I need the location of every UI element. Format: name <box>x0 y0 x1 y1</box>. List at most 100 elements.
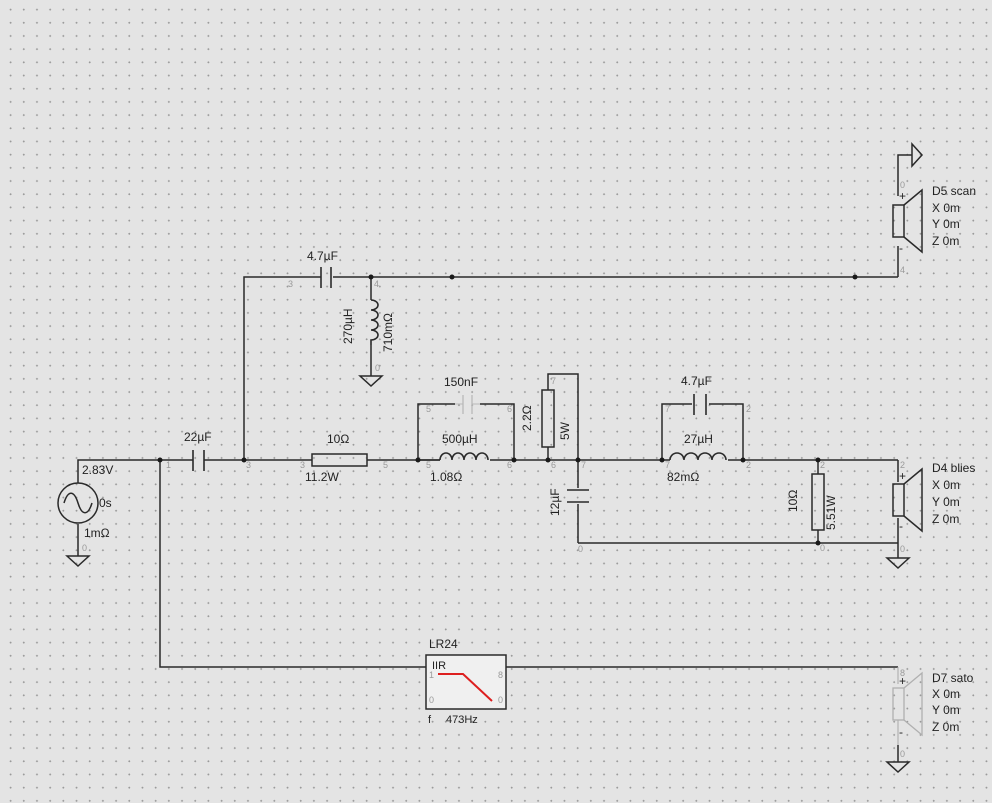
junction <box>415 457 421 463</box>
pin-label: 7 <box>665 460 670 470</box>
pin-plus: + <box>899 189 906 203</box>
filter-freq-label: f <box>428 714 432 726</box>
pin-label: 0 <box>820 543 825 553</box>
wire-tweeter-feed[interactable] <box>243 276 318 460</box>
pin-label: 5 <box>426 460 431 470</box>
source-resistance-label: 1mΩ <box>84 526 110 540</box>
filter-box <box>425 654 507 710</box>
ground-icon <box>65 555 91 568</box>
pin-label: 0 <box>375 363 380 373</box>
speaker-icon <box>892 483 905 517</box>
resistor-2.2ohm[interactable]: 2.2Ω 5W 7 6 7 <box>520 376 586 470</box>
pin-label: 8 <box>498 670 503 680</box>
inductor-500uH-value: 500µH <box>442 432 478 446</box>
capacitor-150nF[interactable]: 150nF 5 6 <box>426 375 512 414</box>
junction <box>511 457 517 463</box>
inductor-500uH[interactable]: 500µH 1.08Ω 5 6 <box>426 432 512 484</box>
source-voltage-label: 2.83V <box>82 463 113 477</box>
resistor-10ohm-series[interactable]: 10Ω 11.2W 3 5 <box>300 432 388 484</box>
pin-label: 4 <box>374 279 379 289</box>
pin-label: 6 <box>551 460 556 470</box>
driver-d4-name: D4 blies <box>932 461 975 475</box>
pin-label: 0 <box>900 180 905 190</box>
wire-filter-in[interactable] <box>159 460 426 668</box>
inductor-270uH-value: 270µH <box>341 308 355 344</box>
inductor-270uH[interactable]: 270µH 710mΩ 0 <box>341 299 395 373</box>
filter-type: IIR <box>432 660 446 672</box>
ground-icon <box>358 375 384 388</box>
capacitor-12uF[interactable]: 12µF 0 <box>548 488 589 554</box>
wire-source-top[interactable] <box>77 459 160 483</box>
pin-label: 2 <box>820 460 825 470</box>
pin-label: 4 <box>900 265 905 275</box>
capacitor-4.7uF-parallel-value: 4.7µF <box>681 374 712 388</box>
capacitor-150nF-value: 150nF <box>444 375 478 389</box>
pin-label: 3 <box>288 279 293 289</box>
pin-label: 5 <box>383 460 388 470</box>
ground-d5 <box>911 142 924 168</box>
pin-label: 6 <box>507 404 512 414</box>
capacitor-4.7uF-parallel[interactable]: 4.7µF 7 2 <box>665 374 751 415</box>
pin-label: 7 <box>581 460 586 470</box>
driver-d7[interactable]: 8 + - 0 D7 sato X 0m Y 0m Z 0m <box>892 668 974 759</box>
inductor-27uH-value: 27µH <box>684 432 713 446</box>
capacitor-22uF-value: 22µF <box>184 430 212 444</box>
resistor-10ohm-power: 11.2W <box>305 470 339 484</box>
resistor-10ohm-load[interactable]: 10Ω 5.51W 2 0 <box>786 460 838 553</box>
pin-label: 3 <box>300 460 305 470</box>
speaker-icon <box>892 204 905 238</box>
driver-d5-z: Z 0m <box>932 234 959 248</box>
wire-c47b[interactable] <box>661 403 744 460</box>
coil-icon <box>370 299 379 345</box>
pin-label: 0 <box>498 695 503 705</box>
coil-icon <box>669 452 727 461</box>
resistor-icon <box>811 473 825 531</box>
driver-d5-y: Y 0m <box>932 217 960 231</box>
ground-icon <box>885 761 911 774</box>
wire-notch-tank[interactable] <box>417 403 515 460</box>
ac-source[interactable]: 2.83V 0s 1mΩ 0 <box>57 463 113 553</box>
pin-label: 0 <box>900 749 905 759</box>
wire-d5[interactable] <box>897 154 912 277</box>
driver-d7-name: D7 sato <box>932 671 974 685</box>
ground-l270 <box>358 375 384 388</box>
ground-source <box>65 555 91 568</box>
filter-name: LR24 <box>429 637 458 651</box>
pin-label: 0 <box>900 544 905 554</box>
junctions <box>157 274 858 546</box>
resistor-icon <box>541 389 555 448</box>
capacitor-4.7uF-tweeter[interactable]: 4.7µF 3 4 <box>288 249 379 289</box>
pin-plus: + <box>899 674 906 688</box>
capacitor-12uF-value: 12µF <box>548 488 562 516</box>
driver-d5[interactable]: 0 + - 4 D5 scan X 0m Y 0m Z 0m <box>892 180 976 275</box>
inductor-27uH[interactable]: 27µH 82mΩ 7 2 <box>665 432 751 484</box>
driver-d5-x: X 0m <box>932 201 960 215</box>
resistor-2.2ohm-value: 2.2Ω <box>520 405 534 431</box>
coil-icon <box>439 452 489 461</box>
capacitor-4.7uF-value: 4.7µF <box>307 249 338 263</box>
ground-d4 <box>885 557 911 570</box>
junction <box>157 457 163 463</box>
pin-label: 2 <box>746 460 751 470</box>
ground-d7 <box>885 761 911 774</box>
driver-d7-x: X 0m <box>932 687 960 701</box>
capacitor-22uF[interactable]: 22µF 1 3 <box>166 430 251 471</box>
driver-d7-y: Y 0m <box>932 703 960 717</box>
resistor-icon <box>311 453 368 467</box>
pin-label: 0 <box>578 544 583 554</box>
junction <box>241 457 247 463</box>
pin-label: 2 <box>900 460 905 470</box>
driver-d4[interactable]: 2 + - 0 D4 blies X 0m Y 0m Z 0m <box>892 460 975 554</box>
pin-minus: - <box>899 519 903 533</box>
junction <box>740 457 746 463</box>
pin-label: 1 <box>429 670 434 680</box>
pin-label: 6 <box>507 460 512 470</box>
inductor-27uH-resistance: 82mΩ <box>667 470 699 484</box>
resistor-2.2ohm-power: 5W <box>558 421 572 440</box>
sine-icon <box>57 482 99 524</box>
inductor-500uH-resistance: 1.08Ω <box>430 470 462 484</box>
filter-block-lr24[interactable]: LR24 IIR f 473Hz 1 0 8 0 <box>425 637 507 726</box>
pin-label: 0 <box>82 543 87 553</box>
